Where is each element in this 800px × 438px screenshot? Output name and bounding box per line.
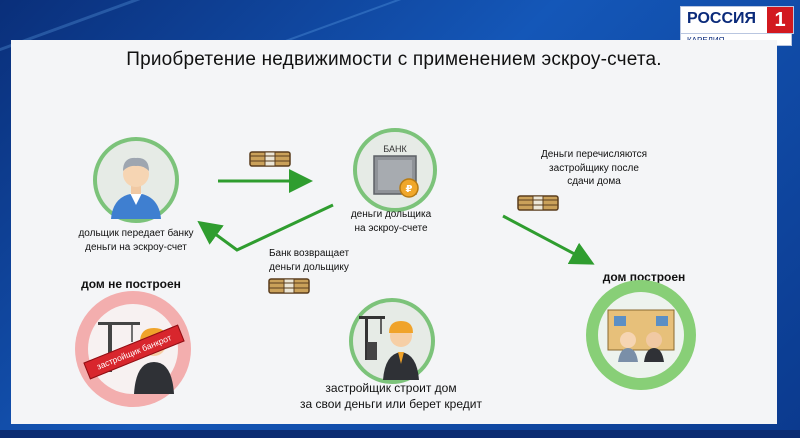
infographic-title: Приобретение недвижимости с применением … <box>126 49 662 70</box>
transfer-note-line: застройщику после <box>549 162 639 174</box>
buyer-person-icon <box>111 157 161 219</box>
transfer-note: Деньги перечисляются застройщику после с… <box>524 148 664 189</box>
arrow-bank-to-builder <box>502 214 595 265</box>
builder-worker-icon <box>359 316 419 380</box>
bank-label-line: деньги дольщика <box>350 209 432 220</box>
buyer-circle <box>93 137 179 223</box>
infographic-panel: Приобретение недвижимости с применением … <box>11 40 777 424</box>
refund-note-line: Банк возвращает <box>268 248 350 259</box>
buyer-label-line: дольщик передает банку <box>78 228 194 239</box>
built-label: дом построен <box>602 270 686 284</box>
bank-label: деньги дольщика на эскроу-счете <box>321 208 461 235</box>
bank-label-line: на эскроу-счете <box>354 222 428 234</box>
buyer-label: дольщик передает банку деньги на эскроу-… <box>61 227 211 254</box>
channel-name: РОССИЯ <box>687 10 757 27</box>
buyer-label-line: деньги на эскроу-счет <box>85 241 187 253</box>
transfer-note-line: сдачи дома <box>567 176 621 187</box>
happy-owners-icon <box>607 309 675 362</box>
money-stack-icon <box>517 195 559 211</box>
not-built-label: дом не построен <box>81 277 181 291</box>
bottom-bar <box>0 430 800 438</box>
not-built-circle: застройщик банкрот <box>75 291 191 407</box>
builder-label-line: за свои деньги или берет кредит <box>300 397 482 412</box>
bank-circle: ₽ БАНК <box>353 128 437 212</box>
built-circle <box>586 280 696 390</box>
builder-label-line: застройщик строит дом <box>325 381 457 395</box>
refund-note-line: деньги дольщику <box>269 261 349 273</box>
money-stack-icon <box>249 151 291 167</box>
refund-note: Банк возвращает деньги дольщику <box>249 247 369 274</box>
bank-safe-icon: ₽ <box>373 155 419 198</box>
svg-text:₽: ₽ <box>406 184 413 195</box>
arrows-layer <box>197 169 595 265</box>
arrow-bank-refund <box>197 203 334 252</box>
builder-circle <box>349 298 435 384</box>
bank-sign: БАНК <box>383 144 407 154</box>
channel-number: 1 <box>767 7 793 33</box>
money-stack-icon <box>268 278 310 294</box>
builder-label: застройщик строит дом за свои деньги или… <box>291 380 491 412</box>
transfer-note-line: Деньги перечисляются <box>540 149 648 160</box>
